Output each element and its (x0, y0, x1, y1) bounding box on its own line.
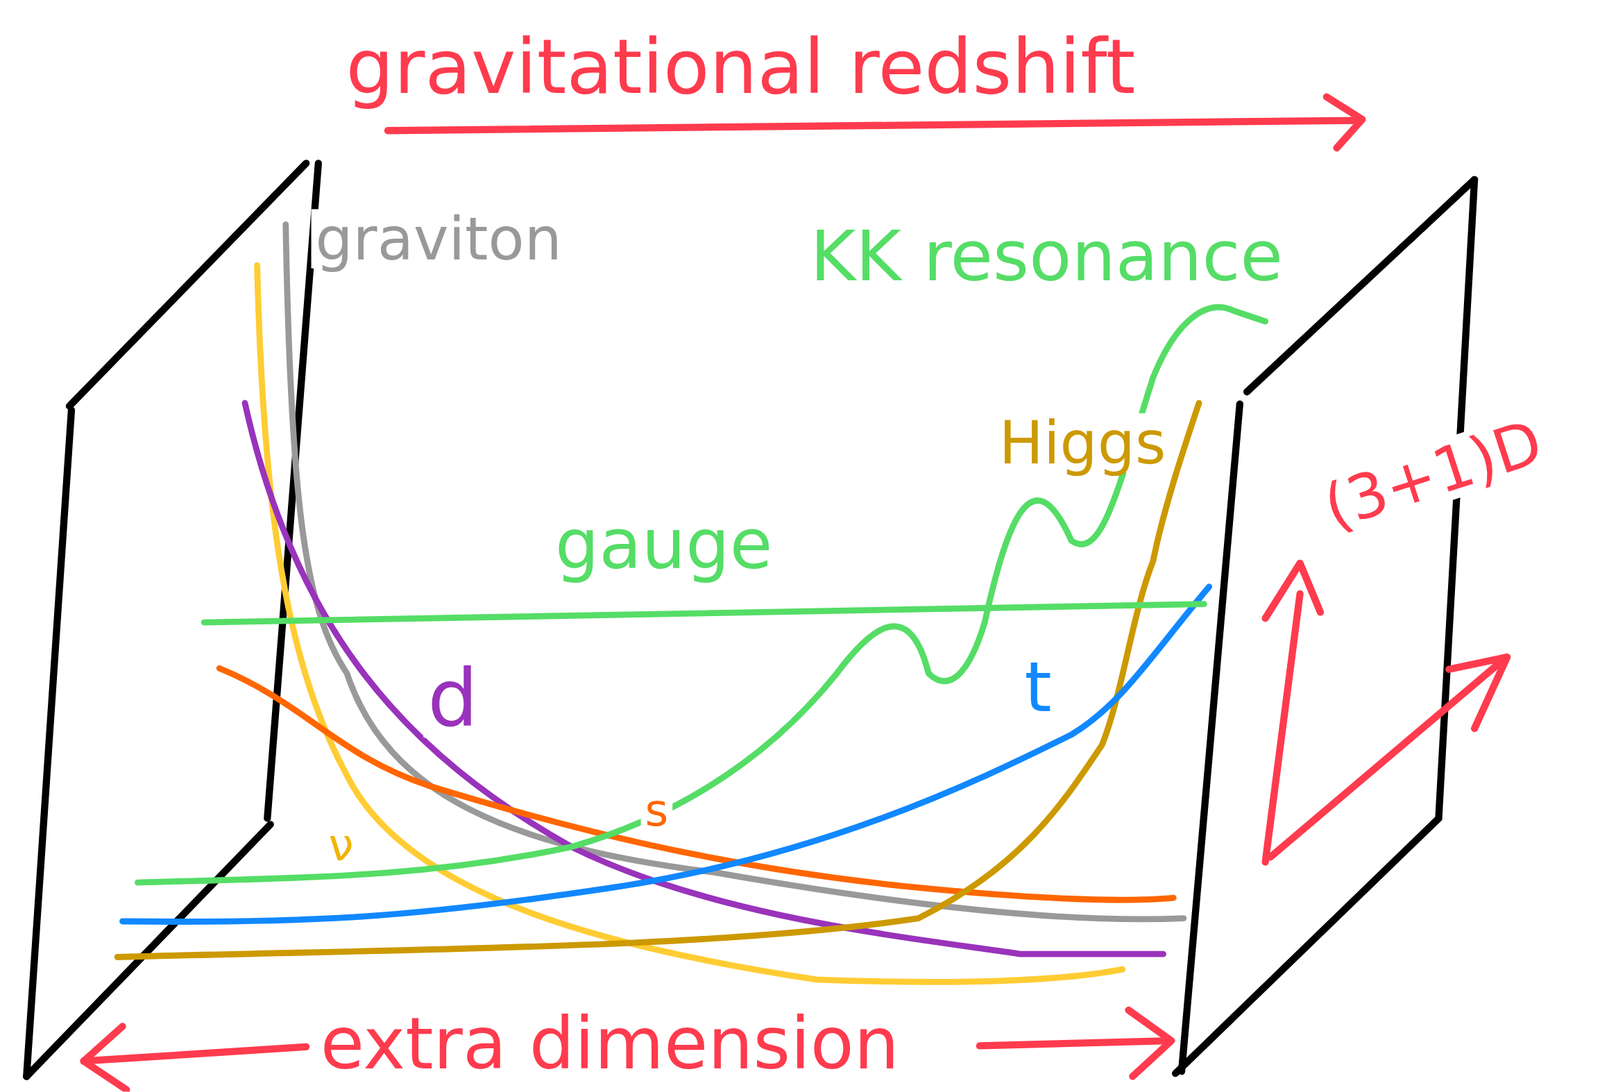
particle-label: KK resonance (806, 222, 1288, 293)
particle-label: gauge (550, 509, 777, 580)
field-profiles (117, 224, 1265, 983)
particle-label: graviton (311, 208, 567, 268)
particle-label: d (423, 658, 483, 739)
particle-label: t (1020, 652, 1057, 723)
axis-label: extra dimension (316, 1008, 904, 1080)
dimension-label: (3+1)D (1312, 409, 1553, 540)
particle-label: s (641, 787, 673, 833)
diagram-title: gravitational redshift (342, 28, 1140, 105)
arrows (83, 97, 1508, 1091)
brane-frames (26, 163, 1475, 1077)
particle-label: Higgs (994, 413, 1170, 473)
particle-label: ν (324, 822, 359, 868)
